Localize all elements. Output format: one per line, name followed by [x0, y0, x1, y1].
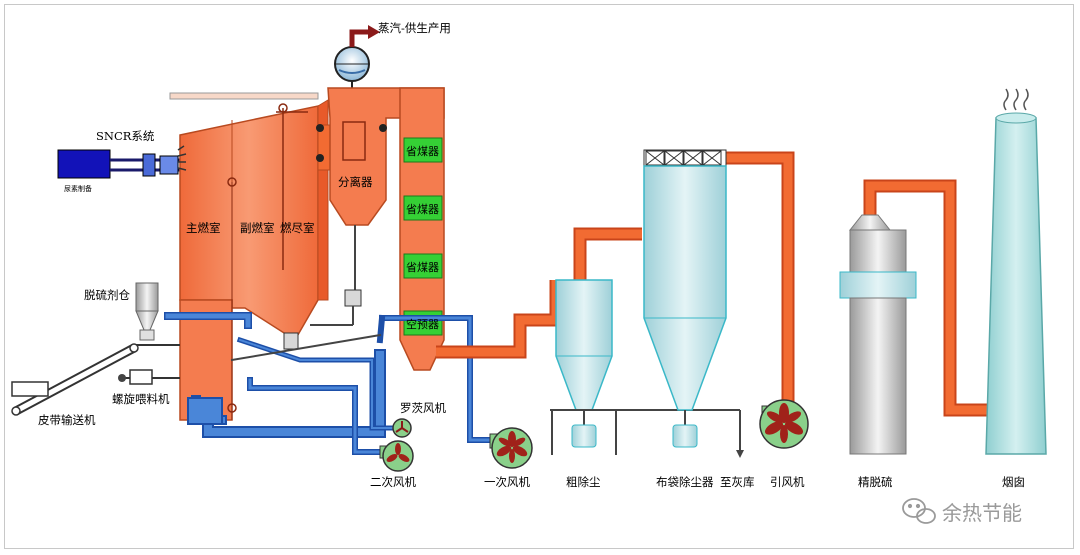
label-sncr: SNCR系统	[96, 129, 155, 143]
label-secondary-fan: 二次风机	[370, 475, 416, 489]
primary-fan-icon	[489, 427, 533, 469]
label-primary-fan: 一次风机	[484, 475, 530, 489]
label-separator: 分离器	[338, 175, 373, 189]
chimney	[985, 88, 1047, 455]
label-steam: 蒸汽-供生产用	[378, 21, 451, 35]
feed-line	[118, 344, 180, 385]
label-economizer-3: 省煤器	[406, 261, 439, 274]
top-rail	[169, 92, 319, 100]
flue-gas-ducts	[436, 151, 990, 417]
tail-flue	[399, 87, 445, 371]
roots-blower-icon	[392, 418, 412, 438]
watermark-text: 余热节能	[942, 501, 1022, 525]
label-economizer-2: 省煤器	[406, 203, 439, 216]
diagram-frame	[4, 4, 1074, 549]
flame-nozzles	[177, 145, 187, 171]
label-roots-blower: 罗茨风机	[400, 401, 446, 415]
sncr-pipes	[110, 153, 180, 177]
label-air-preheater: 空预器	[406, 317, 439, 331]
wechat-icon	[902, 498, 936, 524]
fine-desulfurization-tower	[839, 214, 917, 455]
cyclone-separator	[316, 87, 445, 290]
secondary-fan-icon	[379, 440, 414, 472]
label-urea: 尿素制备	[64, 184, 92, 193]
economizer-2	[403, 195, 443, 221]
label-belt-conveyor: 皮带输送机	[38, 413, 96, 427]
boiler-body	[179, 103, 319, 421]
label-to-ash: 至灰库	[720, 475, 755, 489]
label-induced-fan: 引风机	[770, 475, 805, 489]
label-secondary-chamber: 副燃室	[240, 221, 275, 235]
belt-conveyor	[11, 343, 139, 416]
economizer-1	[403, 137, 443, 163]
return-leg	[283, 289, 362, 350]
urea-tank	[57, 149, 111, 179]
label-screw-feeder: 螺旋喂料机	[112, 392, 170, 406]
label-main-chamber: 主燃室	[186, 221, 221, 235]
air-plenum	[187, 397, 223, 425]
economizer-3	[403, 253, 443, 279]
label-economizer-1: 省煤器	[406, 145, 439, 158]
desulfurizer-bin	[135, 282, 159, 341]
label-bag-filter: 布袋除尘器	[656, 475, 714, 489]
induced-fan-icon	[759, 399, 809, 449]
bag-filter	[643, 149, 744, 458]
coarse-dust-collector	[550, 279, 740, 455]
smoke-icon	[1003, 88, 1029, 111]
label-coarse-dust: 粗除尘	[566, 475, 601, 489]
label-desulfurizer-bin: 脱硫剂仓	[84, 288, 130, 302]
label-fine-desulfurization: 精脱硫	[858, 475, 893, 489]
label-chimney: 烟囱	[1002, 475, 1025, 489]
label-burnout-chamber: 燃尽室	[280, 221, 315, 235]
steam-drum	[334, 45, 370, 88]
steam-outlet-arrow	[349, 25, 380, 47]
